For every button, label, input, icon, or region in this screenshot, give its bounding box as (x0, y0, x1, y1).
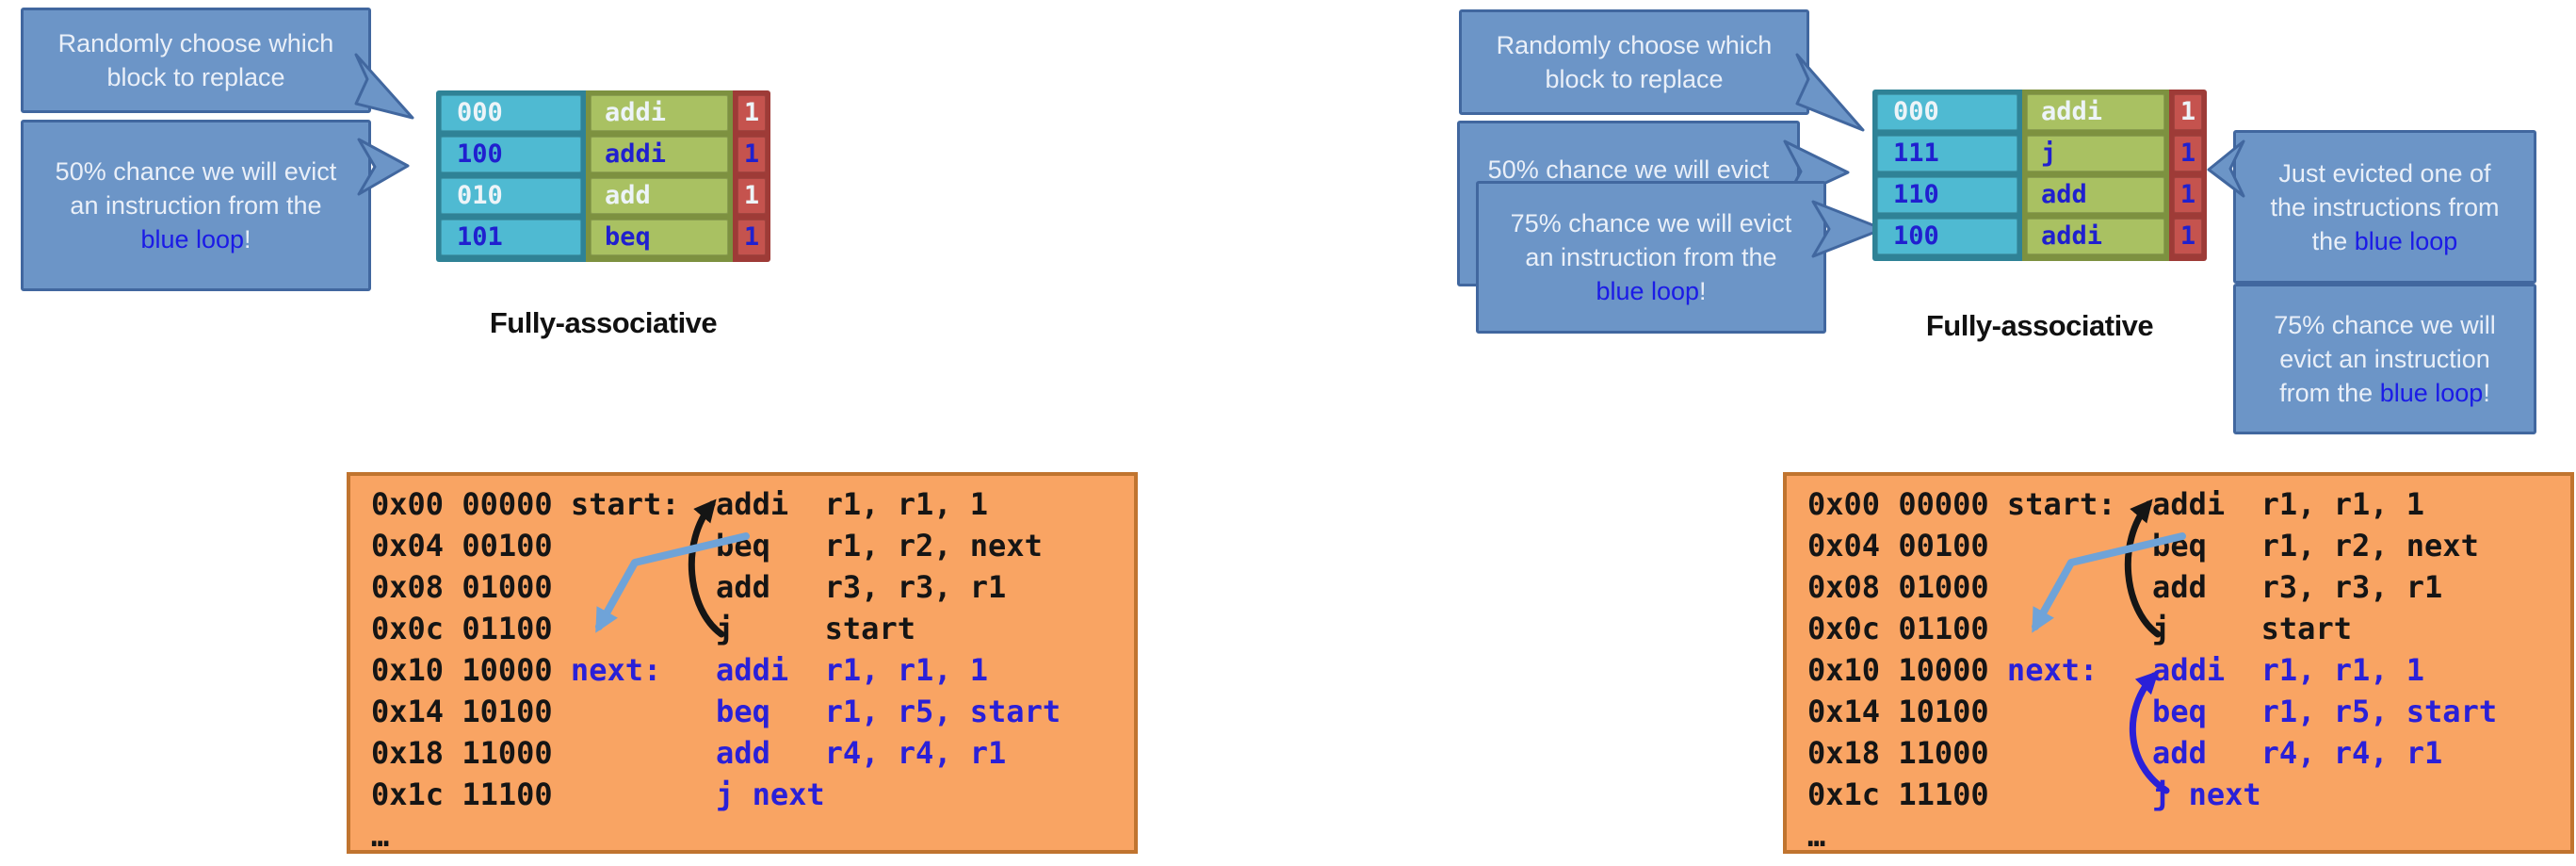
valid-column: 1 1 1 1 (2169, 90, 2207, 261)
callout-line: Just evicted one of (2278, 158, 2491, 188)
blue-loop-text: blue loop (140, 225, 245, 253)
code-line: 0x14 10100 beq r1, r5, start (1807, 694, 2498, 729)
callout-line: 75% chance we will evict (1510, 209, 1792, 237)
code-line: 0x1c 11100 j next (371, 776, 825, 812)
code-line: 0x18 11000 add r4, r4, r1 (1807, 735, 2443, 771)
callout-75-percent-far-right: 75% chance we will evict an instruction … (2233, 284, 2536, 434)
tag-cell: 101 (441, 220, 581, 255)
callout-75-percent-right: 75% chance we will evict an instruction … (1476, 181, 1826, 334)
callout-line: blue loop! (1479, 274, 1823, 308)
code-line: 0x14 10100 beq r1, r5, start (371, 694, 1061, 729)
callout-line: 50% chance we will evict (1487, 155, 1770, 184)
exclaim-text: ! (2483, 379, 2490, 407)
instr-cell: addi (2027, 94, 2164, 130)
blue-loop-text: blue loop (1596, 277, 1700, 305)
exclaim-text: ! (1699, 277, 1707, 305)
instruction-column: addi addi add beq (586, 90, 733, 262)
tag-cell: 010 (441, 178, 581, 214)
code-line: 0x10 10000 next: addi r1, r1, 1 (1807, 652, 2425, 688)
callout-line: 75% chance we will (2274, 311, 2496, 339)
program-code-box-left: 0x00 00000 start: addi r1, r1, 1 0x04 00… (347, 472, 1138, 854)
callout-line: the instructions from (2270, 192, 2500, 221)
callout-line: Randomly choose which (57, 29, 334, 57)
code-line: 0x04 00100 beq r1, r2, next (1807, 528, 2479, 564)
code-listing: 0x00 00000 start: addi r1, r1, 1 0x04 00… (1807, 483, 2497, 857)
code-listing: 0x00 00000 start: addi r1, r1, 1 0x04 00… (371, 483, 1061, 857)
callout-line: evict an instruction (2279, 345, 2490, 373)
tag-cell: 111 (1877, 136, 2017, 172)
tag-cell: 100 (441, 137, 581, 172)
valid-column: 1 1 1 1 (733, 90, 770, 262)
valid-cell: 1 (2174, 94, 2202, 130)
blue-loop-text: blue loop (2379, 379, 2484, 407)
code-line: 0x0c 01100 j start (371, 611, 915, 646)
callout-line: block to replace (106, 63, 285, 91)
fully-associative-label-right: Fully-associative (1925, 309, 2154, 342)
blue-loop-text: blue loop (2354, 226, 2458, 255)
valid-cell: 1 (737, 220, 766, 255)
code-line: 0x1c 11100 j next (1807, 776, 2261, 812)
cache-table-left: 000 100 010 101 addi addi add beq 1 1 1 … (436, 90, 770, 262)
program-code-box-right: 0x00 00000 start: addi r1, r1, 1 0x04 00… (1783, 472, 2574, 854)
fully-associative-label-left: Fully-associative (489, 306, 718, 339)
callout-line: blue loop! (24, 222, 368, 256)
code-line: … (1807, 818, 1826, 854)
callout-randomly-choose-right: Randomly choose which block to replace (1459, 9, 1809, 115)
callout-line: block to replace (1545, 65, 1724, 93)
code-line: 0x00 00000 start: addi r1, r1, 1 (1807, 486, 2425, 522)
code-line: 0x18 11000 add r4, r4, r1 (371, 735, 1007, 771)
instr-cell: addi (2027, 219, 2164, 254)
instr-cell: j (2027, 136, 2164, 172)
callout-line: 50% chance we will evict (55, 157, 337, 186)
exclaim-text: ! (244, 225, 251, 253)
code-line: 0x00 00000 start: addi r1, r1, 1 (371, 486, 989, 522)
instr-cell: addi (591, 137, 728, 172)
code-line: 0x0c 01100 j start (1807, 611, 2352, 646)
code-line: … (371, 818, 390, 854)
callout-line: an instruction from the (1525, 243, 1777, 271)
tag-cell: 000 (441, 95, 581, 131)
tag-cell: 100 (1877, 219, 2017, 254)
callout-line: from the blue loop! (2279, 379, 2490, 407)
tag-cell: 000 (1877, 94, 2017, 130)
tag-cell: 110 (1877, 177, 2017, 213)
instr-cell: add (591, 178, 728, 214)
valid-cell: 1 (737, 137, 766, 172)
tag-column: 000 100 010 101 (436, 90, 586, 262)
valid-cell: 1 (2174, 219, 2202, 254)
callout-line: the blue loop (2311, 226, 2458, 255)
code-line: 0x10 10000 next: addi r1, r1, 1 (371, 652, 989, 688)
callout-just-evicted: Just evicted one of the instructions fro… (2233, 130, 2536, 284)
callout-line: Randomly choose which (1496, 31, 1773, 59)
valid-cell: 1 (2174, 136, 2202, 172)
instr-cell: add (2027, 177, 2164, 213)
cache-table-right: 000 111 110 100 addi j add addi 1 1 1 1 (1872, 90, 2207, 261)
instr-cell: addi (591, 95, 728, 131)
valid-cell: 1 (737, 178, 766, 214)
valid-cell: 1 (2174, 177, 2202, 213)
callout-randomly-choose-left: Randomly choose which block to replace (21, 8, 371, 113)
code-line: 0x08 01000 add r3, r3, r1 (371, 569, 1007, 605)
callout-50-percent-left: 50% chance we will evict an instruction … (21, 120, 371, 291)
tag-column: 000 111 110 100 (1872, 90, 2022, 261)
code-line: 0x04 00100 beq r1, r2, next (371, 528, 1043, 564)
code-line: 0x08 01000 add r3, r3, r1 (1807, 569, 2443, 605)
instruction-column: addi j add addi (2022, 90, 2169, 261)
callout-line: an instruction from the (70, 191, 322, 220)
valid-cell: 1 (737, 95, 766, 131)
instr-cell: beq (591, 220, 728, 255)
